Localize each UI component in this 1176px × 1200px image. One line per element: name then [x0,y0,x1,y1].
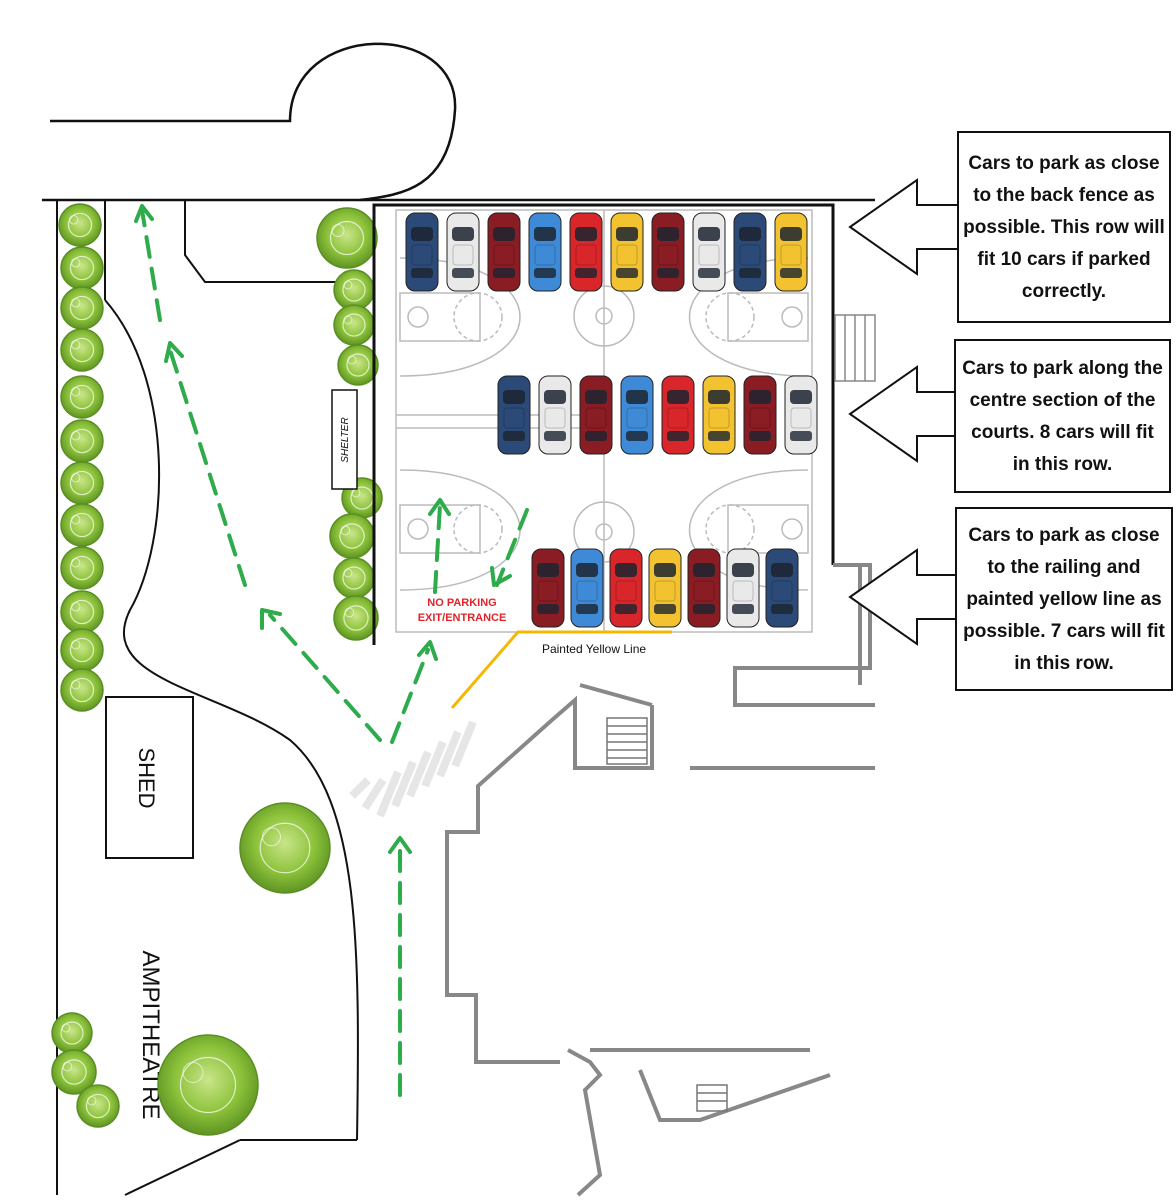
car-icon [610,212,644,292]
callout-line: Cars to park as close [968,525,1159,546]
car-icon [661,375,695,455]
tree-icon [76,1084,120,1128]
tree-icon [60,503,104,547]
tree-icon [60,668,104,712]
tree-icon [333,269,375,311]
tree-icon [60,246,104,290]
callout-line: in this row. [1013,454,1113,475]
tree-icon [60,328,104,372]
car-icon [702,375,736,455]
car-icon [784,375,818,455]
car-icon [774,212,808,292]
car-icon [579,375,613,455]
tree-icon [51,1012,93,1054]
tree-icon [60,461,104,505]
tree-icon [60,590,104,634]
tree-icon [239,802,331,894]
car-icon [405,212,439,292]
car-icon [733,212,767,292]
car-icon [487,212,521,292]
tree-icon [60,628,104,672]
callout-line: fit 10 cars if parked [977,249,1150,270]
car-icon [648,548,682,628]
tree-icon [60,546,104,590]
car-icon [531,548,565,628]
shed-label: SHED [134,747,159,808]
car-icon [726,548,760,628]
car-icon [651,212,685,292]
shelter-label: SHELTER [340,417,351,462]
callout-line: to the back fence as [973,185,1155,206]
car-icon [609,548,643,628]
callout-line: possible. 7 cars will fit [963,621,1165,642]
building-outlines [445,563,875,1197]
car-icon [446,212,480,292]
tree-icon [51,1049,97,1095]
no-parking-line2: EXIT/ENTRANCE [418,612,507,624]
car-icon [538,375,572,455]
callout-line: courts. 8 cars will fit [971,422,1154,443]
callout-line: Cars to park as close [968,153,1159,174]
no-parking-line1: NO PARKING [427,597,496,609]
tree-icon [316,207,378,269]
car-icon [620,375,654,455]
callout-line: Cars to park along the [962,358,1163,379]
tree-icon [58,203,102,247]
trees [51,203,383,1136]
parked-cars [405,212,818,628]
callout-line: to the railing and [987,557,1140,578]
car-icon [497,375,531,455]
tree-icon [60,419,104,463]
court-fence [372,203,835,645]
car-icon [528,212,562,292]
car-icon [743,375,777,455]
painted-yellow-line: Painted Yellow Line [450,630,672,709]
car-icon [569,212,603,292]
callout-3: Cars to park as close to the railing and p… [848,507,1173,691]
tree-icon [157,1034,259,1136]
callout-arrow-icon [848,178,959,276]
callout-2: Cars to park along the centre section of … [848,339,1171,493]
callout-line: possible. This row will [963,217,1165,238]
tree-icon [333,557,375,599]
road-turnaround [42,42,875,202]
no-parking-label: NO PARKING EXIT/ENTRANCE [418,597,507,624]
callout-line: correctly. [1022,281,1106,302]
traffic-direction-arrows [140,208,529,1097]
car-icon [687,548,721,628]
arrow-heads [134,204,512,854]
tree-icon [60,286,104,330]
callouts: Cars to park as close to the back fence a… [848,131,1173,691]
tree-icon [333,595,379,641]
shed: SHED [105,696,194,859]
crosswalk [349,720,477,818]
tree-icon [60,375,104,419]
callout-1: Cars to park as close to the back fence a… [848,131,1171,323]
shelter: SHELTER [331,389,358,490]
yellow-line-label: Painted Yellow Line [542,642,646,656]
car-icon [692,212,726,292]
car-icon [765,548,799,628]
tree-icon [333,304,375,346]
callout-line: painted yellow line as [966,589,1161,610]
court-stairs [834,314,876,382]
tree-icon [329,513,375,559]
callout-line: centre section of the [970,390,1156,411]
callout-line: in this row. [1014,653,1114,674]
building-stairs [606,717,728,1112]
tree-icon [337,344,379,386]
car-icon [570,548,604,628]
